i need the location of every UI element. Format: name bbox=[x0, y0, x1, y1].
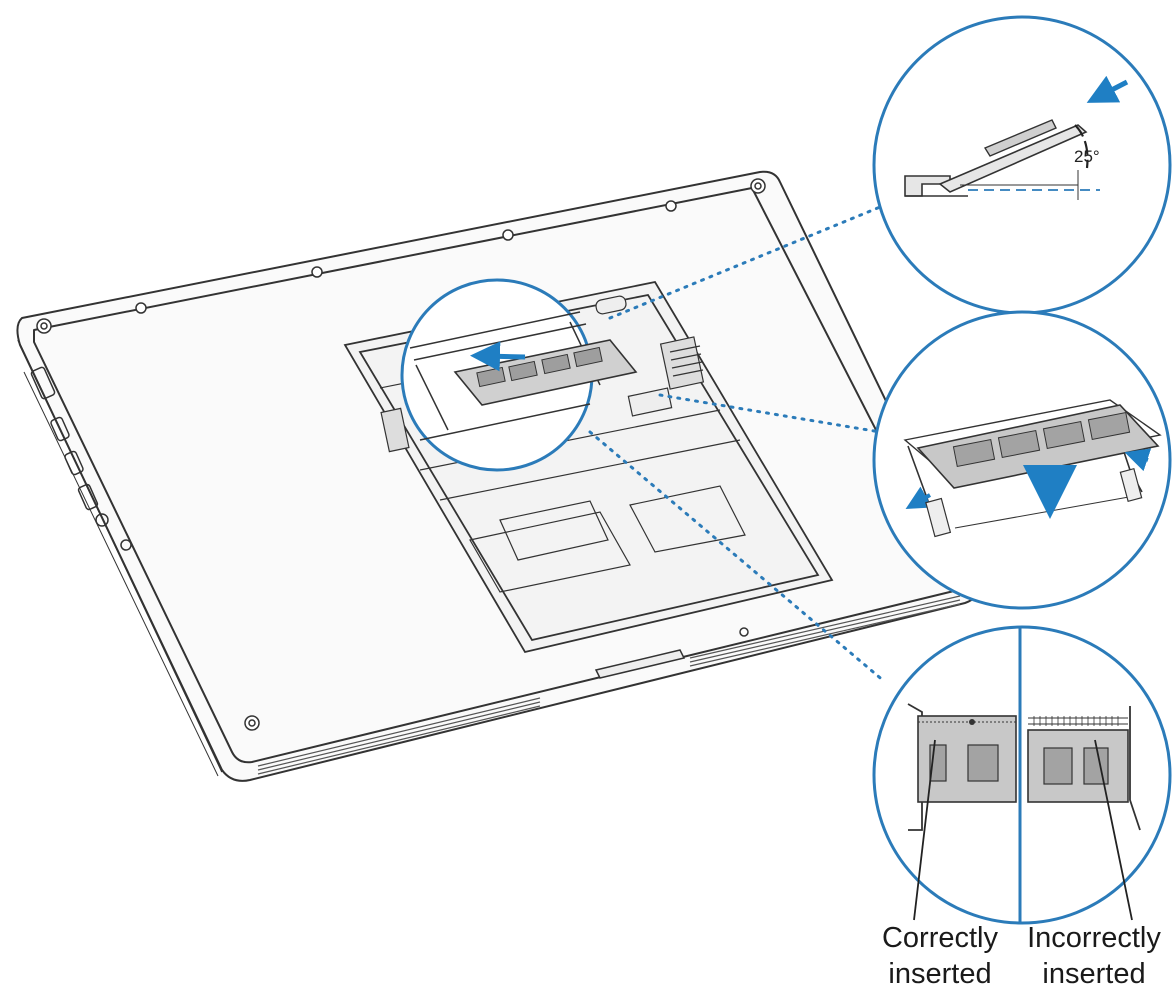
side-ports bbox=[30, 366, 132, 551]
callout-comparison bbox=[872, 625, 1172, 925]
angle-label: 25° bbox=[1074, 147, 1100, 166]
caption-correct-line1: Correctly bbox=[881, 922, 998, 954]
vent-slots bbox=[257, 595, 961, 775]
caption-correctly-inserted: Correctly inserted bbox=[870, 920, 1010, 993]
caption-correct-line2: inserted bbox=[888, 958, 992, 991]
correct-module bbox=[907, 703, 1017, 831]
compartment-levers bbox=[380, 336, 705, 453]
callout-press-down bbox=[872, 310, 1172, 610]
pointer-incorrect bbox=[1094, 739, 1133, 921]
incorrect-module bbox=[1027, 706, 1141, 831]
callout-angle: 25° bbox=[872, 15, 1172, 315]
case-screws bbox=[36, 178, 766, 731]
caption-incorrect-line1: Incorrectly bbox=[1027, 922, 1161, 954]
leader-lines bbox=[588, 203, 887, 684]
caption-incorrect-line2: inserted bbox=[1042, 958, 1146, 991]
caption-incorrectly-inserted: Incorrectly inserted bbox=[1018, 920, 1170, 993]
pointer-correct bbox=[913, 739, 936, 921]
magnifier-circle bbox=[400, 278, 638, 472]
battery-latch bbox=[594, 649, 686, 679]
